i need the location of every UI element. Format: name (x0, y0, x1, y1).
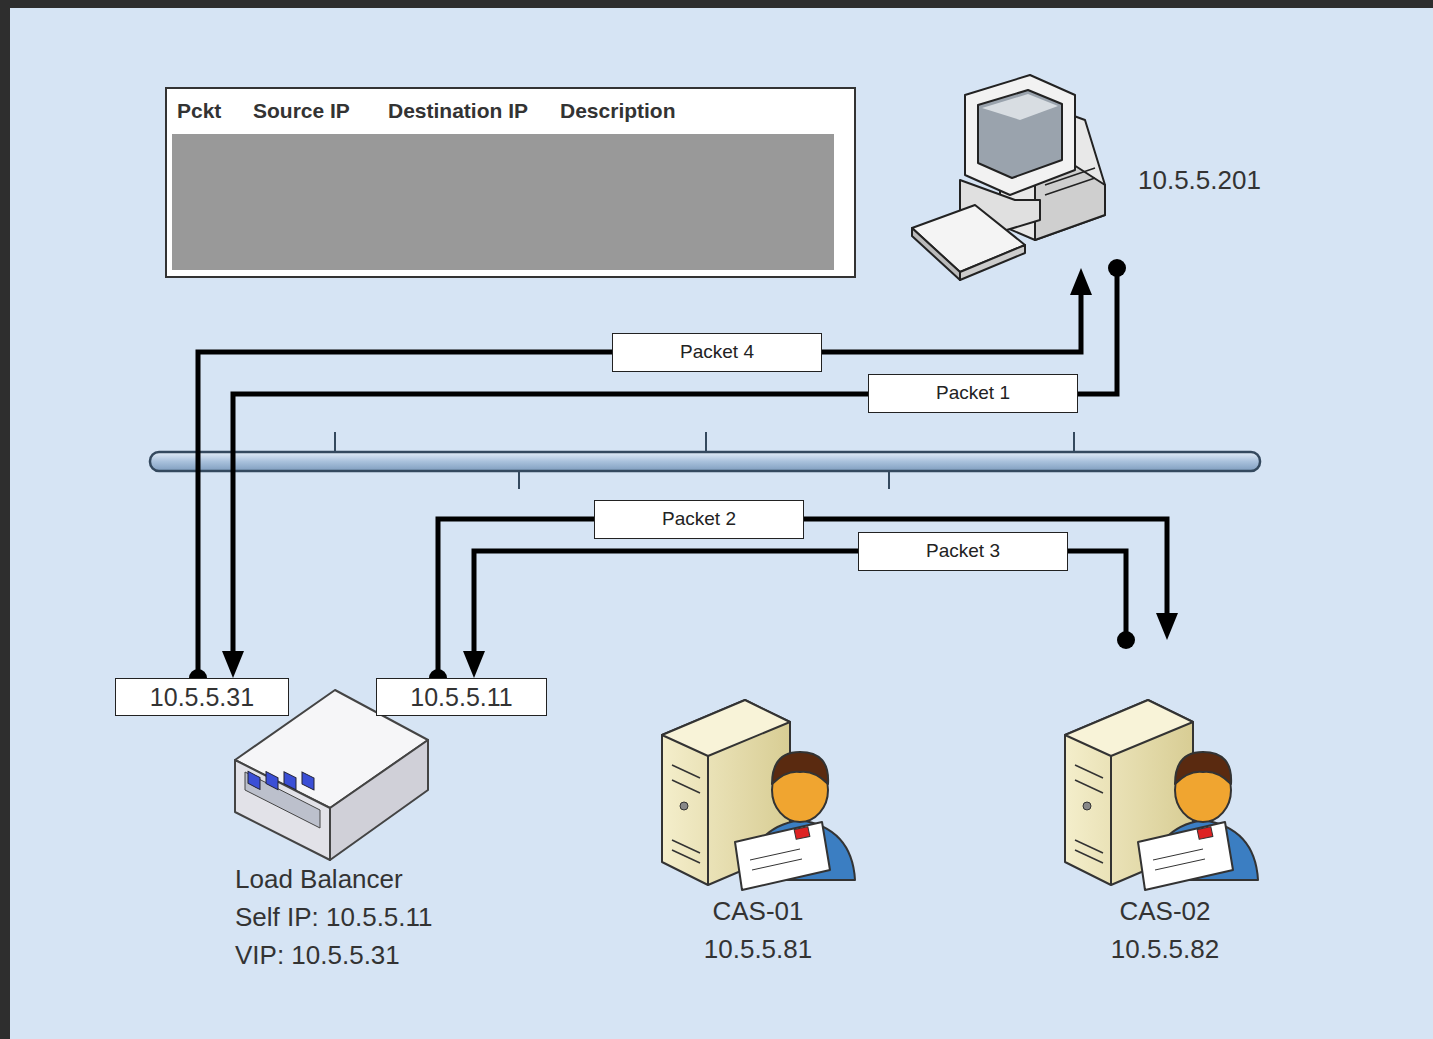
table-header: Source IP (253, 99, 350, 123)
self-ip-box: 10.5.5.11 (376, 678, 547, 716)
ip-address: 10.5.5.11 (410, 683, 512, 712)
table-header: Description (560, 99, 676, 123)
ip-address: 10.5.5.201 (1138, 165, 1261, 196)
computer-icon (912, 75, 1105, 280)
load-balancer: Load BalancerSelf IP: 10.5.5.11VIP: 10.5… (225, 690, 485, 1010)
device-detail: 10.5.5.82 (1111, 930, 1219, 968)
packet-label: Packet 1 (868, 374, 1078, 413)
cas-server: CAS-0210.5.5.82 (1060, 640, 1270, 1010)
device-detail: Self IP: 10.5.5.11 (235, 898, 433, 936)
network-bus (150, 432, 1260, 489)
cas-server: CAS-0110.5.5.81 (640, 700, 876, 1010)
packet-connector (189, 268, 1092, 687)
packet-label: Packet 3 (858, 532, 1068, 571)
packet-connector (429, 519, 1178, 687)
packet-connector (222, 259, 1126, 678)
packet-table: Pckt Source IP Destination IP Description (165, 87, 856, 278)
client-computer: 10.5.5.201 (905, 78, 1285, 268)
arrowhead (463, 651, 485, 678)
server-icon (662, 700, 855, 890)
packet-label: Packet 2 (594, 500, 804, 539)
table-body (172, 134, 834, 270)
origin-dot (1117, 631, 1135, 649)
vip-address-box: 10.5.5.31 (115, 678, 289, 716)
ip-address: 10.5.5.31 (150, 683, 254, 712)
device-name: CAS-01 (712, 892, 803, 930)
table-header: Destination IP (388, 99, 528, 123)
packet-label: Packet 4 (612, 333, 822, 372)
device-detail: 10.5.5.81 (704, 930, 812, 968)
device-name: CAS-02 (1119, 892, 1210, 930)
arrowhead (1070, 268, 1092, 295)
origin-dot (1108, 259, 1126, 277)
table-header: Pckt (177, 99, 221, 123)
device-detail: VIP: 10.5.5.31 (235, 936, 400, 974)
arrowhead (222, 651, 244, 678)
arrowhead (1156, 613, 1178, 640)
server-icon (1065, 700, 1258, 890)
device-name: Load Balancer (235, 860, 403, 898)
